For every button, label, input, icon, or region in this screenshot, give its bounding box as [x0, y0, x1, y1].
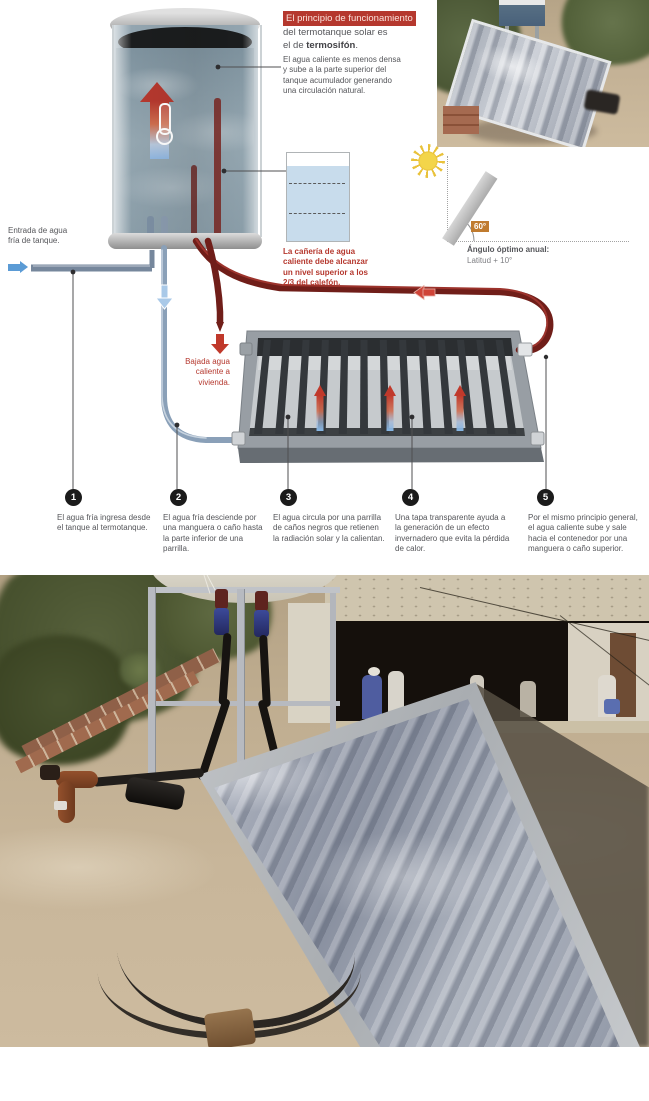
convection-note: El agua caliente es menos densa y sube a…: [283, 55, 401, 96]
step-4-badge: 4: [402, 489, 419, 506]
step-4-text: Una tapa transparente ayuda a la generac…: [395, 513, 510, 554]
stand-post: [148, 587, 156, 785]
person-cap: [368, 667, 380, 676]
hose-cap: [255, 591, 268, 611]
hot-to-house-pipe-tip: [216, 322, 224, 332]
tank-glass-wall: [112, 25, 262, 237]
hose-valve: [254, 610, 269, 637]
person-silhouette: [388, 671, 404, 717]
title-line2: del termotanque solar es: [283, 27, 388, 38]
black-hose: [259, 634, 271, 708]
water-level-diagram: [286, 152, 350, 242]
hose-cap: [215, 589, 228, 609]
hot-down-arrow-icon: [211, 334, 229, 354]
person-silhouette: [362, 675, 382, 719]
cold-down-pipe-highlight: [161, 249, 207, 439]
collector-fitting-bottom-left: [231, 431, 246, 446]
main-title: El principio de funcionamiento del termo…: [283, 11, 448, 52]
collector-fitting-top-right: [517, 342, 533, 357]
step-1-badge: 1: [65, 489, 82, 506]
installation-photo-thumbnail: [437, 0, 649, 147]
wooden-stake: [203, 1007, 257, 1047]
white-tape-ring: [54, 801, 67, 810]
person-silhouette: [520, 681, 536, 717]
collector-heat-arrow: [454, 385, 466, 431]
installation-photo-main: [0, 575, 649, 1047]
step-3-text: El agua circula por una parrilla de caño…: [273, 513, 385, 543]
water-level-fill: [287, 166, 349, 241]
black-coupling: [124, 776, 186, 811]
hot-to-house-pipe: [204, 237, 224, 326]
angle-vertical-line: [447, 156, 448, 242]
angle-title: Ángulo óptimo anual:: [467, 245, 550, 254]
person-bag: [604, 699, 620, 714]
down-to-house-label: Bajada agua caliente a vivienda.: [185, 357, 230, 387]
level-note: La cañería de agua caliente debe alcanza…: [283, 247, 368, 288]
thumb-bricks: [443, 106, 479, 134]
step-1-text: El agua fría ingresa desde el tanque al …: [57, 513, 151, 533]
stand-post: [237, 589, 245, 783]
collector-fitting-top-left: [239, 342, 253, 356]
step-5-badge: 5: [537, 489, 554, 506]
collector-heat-arrow: [314, 385, 326, 431]
angle-subtitle: Latitud + 10°: [467, 256, 513, 265]
title-term: termosifón: [306, 40, 356, 51]
stand-post: [330, 593, 336, 753]
title-line3-post: .: [355, 40, 358, 51]
solar-collector: [237, 330, 544, 463]
title-line3-pre: el de: [283, 40, 307, 51]
collector-heat-arrow: [384, 385, 396, 431]
hot-return-pipe: [192, 237, 554, 355]
step-2-badge: 2: [170, 489, 187, 506]
collector-fitting-bottom-right: [530, 431, 545, 446]
cold-flow-arrow-icon: [154, 284, 175, 310]
thumb-tank-sign-top: [499, 0, 545, 5]
tank-base-rim: [108, 233, 262, 249]
building-roof-slab: [325, 575, 649, 630]
hot-flow-arrow-icon: [413, 284, 436, 301]
step-3-badge: 3: [280, 489, 297, 506]
angle-badge: 60°: [471, 221, 490, 232]
hose-valve: [214, 608, 229, 635]
inlet-label: Entrada de agua fría de tanque.: [8, 226, 68, 246]
step-2-text: El agua fría desciende por una manguera …: [163, 513, 263, 554]
hot-return-pipe-highlight: [195, 238, 549, 349]
collector-side: [238, 448, 544, 463]
step-5-text: Por el mismo principio general, el agua …: [528, 513, 638, 554]
cold-inlet-arrow-icon: [8, 264, 20, 271]
sun-icon: [411, 144, 445, 178]
callout-lines: [70, 64, 549, 489]
level-dash-line: [289, 183, 345, 184]
title-highlight: El principio de funcionamiento: [283, 11, 416, 26]
angle-horizontal-line: [447, 241, 629, 242]
black-elbow-end: [40, 765, 60, 780]
diagram-pipes-svg: [31, 64, 554, 489]
level-dash-line: [289, 213, 345, 214]
cold-inlet-arrow-tip: [20, 261, 28, 273]
